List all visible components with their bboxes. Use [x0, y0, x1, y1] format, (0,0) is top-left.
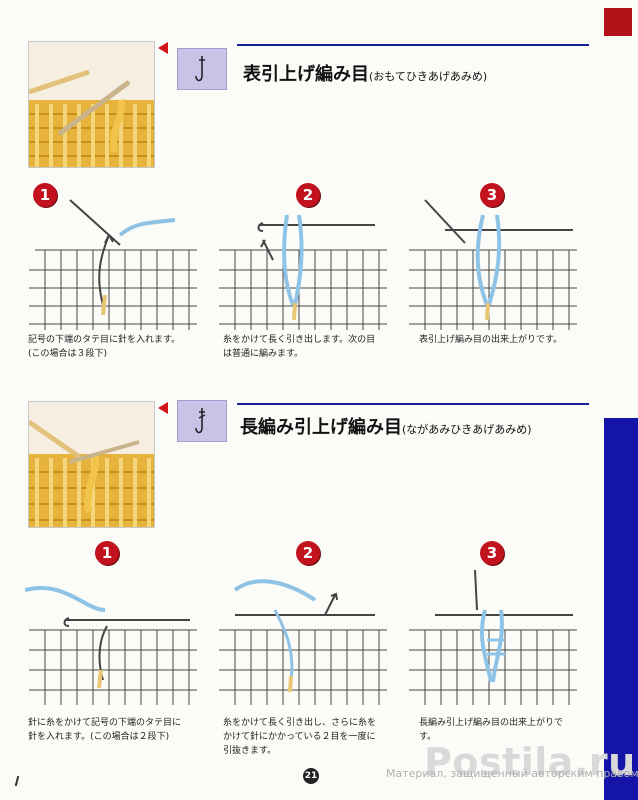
step-diagram-s1-2 [219, 214, 387, 330]
watermark-text: Материал, защищенный авторским правом [386, 767, 638, 780]
corner-mark [14, 775, 20, 787]
pointer-triangle [158, 402, 168, 414]
pointer-triangle [158, 42, 168, 54]
section-2-photo [28, 401, 155, 528]
step-diagram-s1-1 [29, 199, 197, 330]
step-caption: 記号の下端のタテ目に針を入れます。 (この場合は３段下) [28, 335, 181, 359]
symbol-box [177, 48, 227, 90]
step-number-badge: 3 [480, 541, 504, 565]
step-caption: 針に糸をかけて記号の下端のタテ目に 針を入れます。(この場合は２段下) [28, 718, 182, 742]
step-number: 3 [486, 544, 498, 562]
section-1-rule [237, 44, 589, 46]
watermark-logo: Postila.ru [424, 740, 636, 784]
page-number: 21 [303, 768, 319, 784]
step-diagram-s2-3 [409, 570, 577, 705]
step-number-badge: 2 [296, 183, 320, 207]
section-2-reading: (ながあみひきあげあみめ) [402, 423, 532, 436]
step-number-badge: 1 [95, 541, 119, 565]
step-caption: 表引上げ編み目の出来上がりです。 [419, 335, 563, 345]
step-number-badge: 1 [33, 183, 57, 207]
step-number: 1 [101, 544, 113, 562]
front-post-stitch-symbol-icon [195, 56, 205, 82]
symbol-box [177, 400, 227, 442]
step-caption: 糸をかけて長く引き出します。次の目 は普通に編みます。 [223, 335, 376, 359]
step-caption: 糸をかけて長く引き出し、さらに糸を かけて針にかかっている２目を一度に 引抜きま… [223, 718, 377, 756]
step-number: 1 [39, 186, 51, 204]
section-1-reading: (おもてひきあげあみめ) [369, 70, 488, 83]
blue-side-bar [604, 418, 638, 800]
step-diagram-s2-2 [219, 579, 387, 705]
step-caption: 長編み引上げ編み目の出来上がりで す。 [419, 718, 564, 742]
step-number-badge: 2 [296, 541, 320, 565]
knitted-swatch-photo [29, 42, 154, 167]
step-number: 3 [486, 186, 498, 204]
knitted-swatch-photo [29, 402, 154, 527]
red-corner-tab [604, 8, 632, 36]
step-diagram-s2-1 [25, 586, 197, 705]
section-2-title: 長編み引上げ編み目(ながあみひきあげあみめ) [240, 413, 532, 439]
section-2-rule [237, 403, 589, 405]
step-number: 2 [302, 544, 314, 562]
section-1-title: 表引上げ編み目(おもてひきあげあみめ) [243, 60, 487, 86]
section-1-title-text: 表引上げ編み目 [243, 64, 369, 85]
step-number-badge: 3 [480, 183, 504, 207]
section-2-title-text: 長編み引上げ編み目 [240, 417, 402, 438]
step-number: 2 [302, 186, 314, 204]
step-diagram-s1-3 [409, 199, 577, 330]
section-1-photo [28, 41, 155, 168]
double-post-stitch-symbol-icon [195, 408, 206, 434]
